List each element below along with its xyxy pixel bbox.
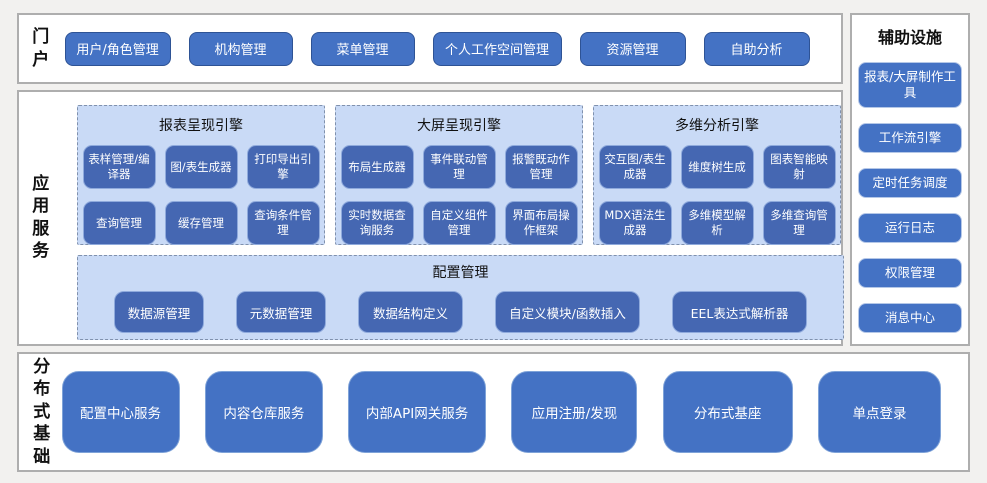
aux-btn-run-log[interactable]: 运行日志: [858, 213, 962, 243]
olap-btn-query-mgmt[interactable]: 多维查询管理: [762, 201, 836, 245]
fd-btn-config-center-service[interactable]: 配置中心服务: [61, 371, 180, 453]
config-mgmt-title: 配置管理: [432, 265, 489, 281]
scr-btn-realtime-query-service[interactable]: 实时数据查询服务: [340, 201, 414, 245]
portal-button-row: 用户/角色管理 机构管理 菜单管理 个人工作空间管理 资源管理 自助分析: [64, 31, 810, 66]
scr-btn-event-linkage-mgmt[interactable]: 事件联动管理: [422, 145, 496, 189]
portal-btn-self-analysis[interactable]: 自助分析: [703, 31, 810, 66]
olap-btn-model-parsing[interactable]: 多维模型解析: [680, 201, 754, 245]
olap-btn-mdx-syntax-gen[interactable]: MDX语法生成器: [598, 201, 672, 245]
bigscreen-engine-box: 大屏呈现引擎 布局生成器 事件联动管理 报警既动作管理 实时数据查询服务 自定义…: [335, 105, 583, 245]
portal-btn-menu-mgmt[interactable]: 菜单管理: [310, 31, 415, 66]
olap-btn-chart-smart-mapping[interactable]: 图表智能映射: [762, 145, 836, 189]
portal-btn-resource-mgmt[interactable]: 资源管理: [579, 31, 686, 66]
portal-btn-workspace-mgmt[interactable]: 个人工作空间管理: [432, 31, 562, 66]
aux-btn-message-center[interactable]: 消息中心: [858, 303, 962, 333]
scr-btn-alarm-action-mgmt[interactable]: 报警既动作管理: [504, 145, 578, 189]
olap-btn-dimension-tree-gen[interactable]: 维度树生成: [680, 145, 754, 189]
report-engine-grid: 表样管理/编译器 图/表生成器 打印导出引擎 查询管理 缓存管理 查询条件管理: [78, 145, 324, 245]
report-engine-box: 报表呈现引擎 表样管理/编译器 图/表生成器 打印导出引擎 查询管理 缓存管理 …: [77, 105, 325, 245]
aux-btn-scheduled-task[interactable]: 定时任务调度: [858, 168, 962, 198]
engine-row: 报表呈现引擎 表样管理/编译器 图/表生成器 打印导出引擎 查询管理 缓存管理 …: [77, 105, 841, 245]
cfg-btn-data-structure-def[interactable]: 数据结构定义: [358, 291, 463, 333]
olap-engine-title: 多维分析引擎: [675, 118, 759, 134]
fd-btn-content-repo-service[interactable]: 内容仓库服务: [204, 371, 323, 453]
rpt-btn-template-mgmt[interactable]: 表样管理/编译器: [82, 145, 156, 189]
portal-section: 门户 用户/角色管理 机构管理 菜单管理 个人工作空间管理 资源管理 自助分析: [17, 13, 843, 84]
rpt-btn-query-mgmt[interactable]: 查询管理: [82, 201, 156, 245]
report-engine-title: 报表呈现引擎: [159, 118, 243, 134]
portal-btn-org-mgmt[interactable]: 机构管理: [188, 31, 293, 66]
portal-btn-user-role-mgmt[interactable]: 用户/角色管理: [64, 31, 171, 66]
config-button-row: 数据源管理 元数据管理 数据结构定义 自定义模块/函数插入 EEL表达式解析器: [78, 291, 843, 333]
cfg-btn-metadata-mgmt[interactable]: 元数据管理: [236, 291, 326, 333]
bigscreen-engine-grid: 布局生成器 事件联动管理 报警既动作管理 实时数据查询服务 自定义组件管理 界面…: [336, 145, 582, 245]
aux-facilities-title: 辅助设施: [877, 28, 942, 47]
app-services-section: 应用服务 报表呈现引擎 表样管理/编译器 图/表生成器 打印导出引擎 查询管理 …: [17, 90, 844, 346]
fd-btn-internal-api-gateway[interactable]: 内部API网关服务: [348, 371, 487, 453]
aux-btn-workflow-engine[interactable]: 工作流引擎: [858, 123, 962, 153]
olap-btn-interactive-chart-gen[interactable]: 交互图/表生成器: [598, 145, 672, 189]
cfg-btn-eel-expression-parser[interactable]: EEL表达式解析器: [672, 291, 807, 333]
bigscreen-engine-title: 大屏呈现引擎: [417, 118, 501, 134]
cfg-btn-custom-module-insert[interactable]: 自定义模块/函数插入: [495, 291, 640, 333]
aux-button-column: 报表/大屏制作工具 工作流引擎 定时任务调度 运行日志 权限管理 消息中心: [858, 62, 962, 333]
scr-btn-custom-component-mgmt[interactable]: 自定义组件管理: [422, 201, 496, 245]
cfg-btn-datasource-mgmt[interactable]: 数据源管理: [114, 291, 204, 333]
aux-facilities-section: 辅助设施 报表/大屏制作工具 工作流引擎 定时任务调度 运行日志 权限管理 消息…: [850, 13, 970, 346]
rpt-btn-chart-table-gen[interactable]: 图/表生成器: [164, 145, 238, 189]
app-services-section-label: 应用服务: [32, 174, 50, 262]
scr-btn-layout-gen[interactable]: 布局生成器: [340, 145, 414, 189]
olap-engine-box: 多维分析引擎 交互图/表生成器 维度树生成 图表智能映射 MDX语法生成器 多维…: [593, 105, 841, 245]
rpt-btn-cache-mgmt[interactable]: 缓存管理: [164, 201, 238, 245]
fd-btn-distributed-base[interactable]: 分布式基座: [662, 371, 793, 453]
scr-btn-ui-layout-framework[interactable]: 界面布局操作框架: [504, 201, 578, 245]
fd-btn-single-sign-on[interactable]: 单点登录: [817, 371, 941, 453]
foundation-section-label: 分布式基础: [33, 356, 51, 467]
foundation-button-row: 配置中心服务 内容仓库服务 内部API网关服务 应用注册/发现 分布式基座 单点…: [61, 371, 941, 453]
config-mgmt-box: 配置管理 数据源管理 元数据管理 数据结构定义 自定义模块/函数插入 EEL表达…: [77, 255, 844, 340]
foundation-section: 分布式基础 配置中心服务 内容仓库服务 内部API网关服务 应用注册/发现 分布…: [17, 352, 970, 472]
rpt-btn-query-condition-mgmt[interactable]: 查询条件管理: [246, 201, 320, 245]
aux-btn-report-screen-design-tool[interactable]: 报表/大屏制作工具: [858, 62, 962, 108]
fd-btn-app-register-discovery[interactable]: 应用注册/发现: [511, 371, 638, 453]
portal-section-label: 门户: [32, 27, 50, 70]
aux-btn-permission-mgmt[interactable]: 权限管理: [858, 258, 962, 288]
rpt-btn-print-export[interactable]: 打印导出引擎: [246, 145, 320, 189]
olap-engine-grid: 交互图/表生成器 维度树生成 图表智能映射 MDX语法生成器 多维模型解析 多维…: [594, 145, 840, 245]
